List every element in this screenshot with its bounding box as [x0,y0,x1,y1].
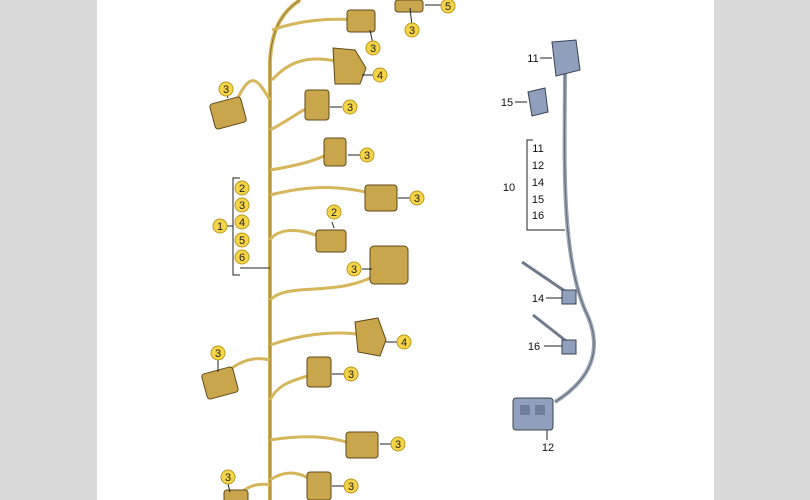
connector-3d [323,137,347,167]
callout-label: 3 [348,369,354,381]
kit-a-list: 2 3 4 5 6 [234,180,250,265]
connector-11 [551,39,581,77]
callout-9: 3 [346,261,362,277]
callout-15: 3 [343,478,359,494]
kit-brackets [232,139,565,276]
kit-a-item: 4 [239,217,245,229]
connector-4a [332,47,367,85]
callout-5: 3 [218,81,234,97]
callout-label: 4 [401,337,407,349]
callout-13: 3 [390,436,406,452]
callout-2: 3 [404,22,420,38]
connector-3i [345,431,379,459]
callout-16: 1 [212,218,228,234]
callout-6: 3 [359,147,375,163]
callout-12: 3 [343,366,359,382]
part-label: 12 [542,442,554,454]
callout-label: 3 [347,102,353,114]
clip-14 [561,289,577,305]
connector-2 [369,245,409,285]
kit-b-item: 12 [532,160,544,172]
kit-b-item: 14 [532,177,544,189]
kit-a-item-marker [234,197,250,213]
kit-a-item-marker [234,249,250,265]
kit-b-item: 15 [532,194,544,206]
kit-b-item: 16 [532,210,544,222]
callout-label: 4 [377,70,383,82]
callout-label: 3 [414,193,420,205]
kit-a-item-marker [234,214,250,230]
kit-b-list: 10 11 12 14 15 16 [503,143,544,222]
callout-layer: 5 3 3 4 3 3 3 3 2 3 4 3 3 3 3 3 1 [210,0,456,494]
kit-b-label: 10 [503,182,515,194]
kit-a-item: 6 [239,252,245,264]
callout-7: 3 [409,190,425,206]
callout-0: 5 [440,0,456,14]
connector-3a [346,9,376,33]
connector-12 [512,397,554,431]
connector-3h [306,356,332,388]
grey-labels: 11 15 14 16 12 [501,53,554,454]
grey-part-labels [515,57,562,440]
callout-11: 3 [210,345,226,361]
callout-label: 3 [370,43,376,55]
harness-trunk [268,0,302,500]
grey-cable-assembly [512,39,596,431]
callout-label: 3 [395,439,401,451]
part-label: 16 [528,341,540,353]
callout-8: 2 [326,204,342,220]
callout-label: 5 [445,1,451,13]
connector-5 [394,0,424,13]
kit-b-item: 11 [532,143,543,155]
callout-3: 4 [372,67,388,83]
callout-label: 3 [364,150,370,162]
callout-10: 4 [396,334,412,350]
callout-label: 3 [348,481,354,493]
clip-16 [561,339,577,355]
connector-3e [364,184,398,212]
callout-label: 3 [223,84,229,96]
callout-1: 3 [365,40,381,56]
kit-a-item: 3 [239,200,245,212]
connector-15 [527,87,549,117]
callout-label: 3 [215,348,221,360]
connector-3c [209,96,247,130]
callout-14: 3 [220,469,236,485]
part-label: 15 [501,97,513,109]
kit-a-item-marker [234,232,250,248]
kit-a-item: 5 [239,235,245,247]
connector-3f [315,229,347,253]
connector-3j [306,471,332,500]
callout-label: 3 [225,472,231,484]
callout-label: 3 [409,25,415,37]
connector-4b [354,317,387,357]
kit-a-item-marker [234,180,250,196]
callout-label: 3 [351,264,357,276]
part-label: 14 [532,293,544,305]
kit-a-item: 2 [239,183,245,195]
connectors [201,0,424,500]
connector-3k [223,489,249,500]
callout-4: 3 [342,99,358,115]
connector-3b [304,89,330,121]
connector-3g [201,366,239,400]
callout-label: 1 [217,221,223,233]
callout-label: 2 [331,207,337,219]
part-label: 11 [527,53,538,65]
